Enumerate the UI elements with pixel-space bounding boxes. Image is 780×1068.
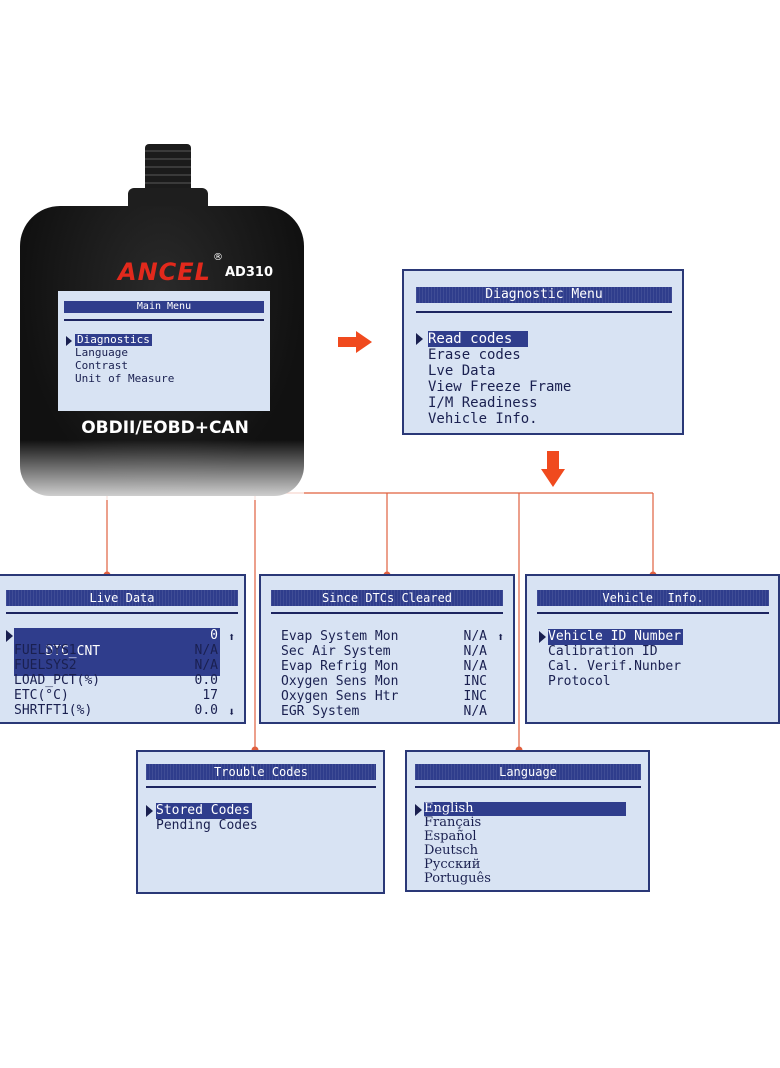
device-screen-title: Main Menu bbox=[64, 301, 264, 313]
row-value: N/A bbox=[463, 644, 487, 659]
selection-pointer-icon bbox=[66, 336, 72, 346]
row-value: N/A bbox=[194, 643, 218, 658]
scroll-up-icon[interactable]: ⬆ bbox=[497, 630, 505, 644]
scroll-down-icon[interactable]: ⬇ bbox=[228, 705, 236, 719]
row-label: Oxygen Sens Htr bbox=[281, 689, 399, 704]
menu-item[interactable]: Pending Codes bbox=[156, 818, 258, 833]
menu-item[interactable]: Vehicle Info. bbox=[428, 411, 538, 427]
row-value: 0 bbox=[210, 628, 218, 643]
live-data-row[interactable]: DTC_CNT bbox=[14, 628, 220, 676]
selection-pointer-icon bbox=[415, 804, 422, 816]
scroll-up-icon[interactable]: ⬆ bbox=[228, 630, 236, 644]
row-value: INC bbox=[463, 689, 487, 704]
language-option[interactable]: Deutsch bbox=[424, 843, 479, 858]
row-value: N/A bbox=[463, 659, 487, 674]
menu-item[interactable]: Vehicle ID Number bbox=[548, 629, 684, 645]
device-menu-item: Language bbox=[75, 346, 128, 359]
selection-pointer-icon bbox=[416, 333, 423, 345]
panel-title: Trouble Codes bbox=[146, 764, 376, 780]
row-value: N/A bbox=[463, 704, 487, 719]
device-brand-text: OBDII/EOBD+CAN bbox=[81, 418, 249, 438]
language-option[interactable]: English bbox=[424, 802, 626, 816]
menu-item[interactable]: Cal. Verif.Nunber bbox=[548, 659, 682, 674]
menu-item[interactable]: I/M Readiness bbox=[428, 395, 538, 411]
menu-item[interactable]: Read codes bbox=[428, 331, 528, 347]
row-label: EGR System bbox=[281, 704, 360, 719]
panel-title: Live Data bbox=[6, 590, 238, 606]
panel-divider bbox=[416, 311, 672, 313]
row-label: FUELSYS2 bbox=[14, 658, 77, 673]
row-value: 17 bbox=[202, 688, 218, 703]
row-label: Evap Refrig Mon bbox=[281, 659, 399, 674]
live-data-panel: Live Data DTC_CNT 0 FUELSYS1 N/A FUELSYS… bbox=[0, 574, 246, 724]
panel-divider bbox=[146, 786, 376, 788]
panel-title: Vehicle Info. bbox=[537, 590, 769, 606]
device-fade bbox=[20, 440, 304, 500]
menu-item[interactable]: View Freeze Frame bbox=[428, 379, 572, 395]
device-model: AD310 bbox=[225, 265, 273, 280]
arrow-down-icon bbox=[541, 451, 565, 487]
menu-item[interactable]: Stored Codes bbox=[156, 803, 252, 819]
diagnostic-menu-panel: Diagnostic Menu Read codes Erase codes L… bbox=[402, 269, 684, 435]
registered-mark: ® bbox=[213, 252, 223, 263]
row-value: N/A bbox=[463, 629, 487, 644]
row-label: Oxygen Sens Mon bbox=[281, 674, 399, 689]
device-screen: Main Menu Diagnostics Language Contrast … bbox=[58, 291, 270, 411]
device-cable bbox=[145, 144, 191, 192]
menu-item[interactable]: Erase codes bbox=[428, 347, 521, 363]
row-label: SHRTFT1(%) bbox=[14, 703, 93, 718]
row-label: Evap System Mon bbox=[281, 629, 399, 644]
language-option[interactable]: Español bbox=[424, 829, 477, 844]
menu-item[interactable]: Protocol bbox=[548, 674, 611, 689]
row-label: FUELSYS1 bbox=[14, 643, 77, 658]
selection-pointer-icon bbox=[539, 631, 546, 643]
row-value: INC bbox=[463, 674, 487, 689]
vehicle-info-panel: Vehicle Info. Vehicle ID Number Calibrat… bbox=[525, 574, 780, 724]
menu-item[interactable]: Calibration ID bbox=[548, 644, 658, 659]
arrow-right-icon bbox=[338, 331, 372, 353]
ancel-logo: ANCEL bbox=[118, 258, 211, 286]
menu-item[interactable]: Lve Data bbox=[428, 363, 496, 379]
row-value: 0.0 bbox=[194, 673, 218, 688]
panel-divider bbox=[537, 612, 769, 614]
device-screen-divider bbox=[64, 319, 264, 321]
selection-pointer-icon bbox=[146, 805, 153, 817]
panel-divider bbox=[271, 612, 503, 614]
row-value: N/A bbox=[194, 658, 218, 673]
panel-divider bbox=[6, 612, 238, 614]
row-label: LOAD_PCT(%) bbox=[14, 673, 101, 688]
since-dtcs-cleared-panel: Since DTCs Cleared Evap System Mon N/A S… bbox=[259, 574, 515, 724]
row-label: Sec Air System bbox=[281, 644, 391, 659]
selection-pointer-icon bbox=[6, 630, 13, 642]
row-label: ETC(°C) bbox=[14, 688, 69, 703]
trouble-codes-panel: Trouble Codes Stored Codes Pending Codes bbox=[136, 750, 385, 894]
device-menu-item: Contrast bbox=[75, 359, 128, 372]
language-option[interactable]: Français bbox=[424, 815, 482, 830]
panel-title: Since DTCs Cleared bbox=[271, 590, 503, 606]
device-menu-item: Unit of Measure bbox=[75, 372, 175, 385]
device-menu-item: Diagnostics bbox=[75, 333, 152, 346]
language-option[interactable]: Русский bbox=[424, 857, 481, 872]
language-panel: Language English Français Español Deutsc… bbox=[405, 750, 650, 892]
row-value: 0.0 bbox=[194, 703, 218, 718]
panel-divider bbox=[415, 786, 641, 788]
panel-title: Diagnostic Menu bbox=[416, 287, 672, 303]
language-option[interactable]: Português bbox=[424, 871, 491, 886]
panel-title: Language bbox=[415, 764, 641, 780]
row-label: DTC_CNT bbox=[45, 644, 101, 659]
